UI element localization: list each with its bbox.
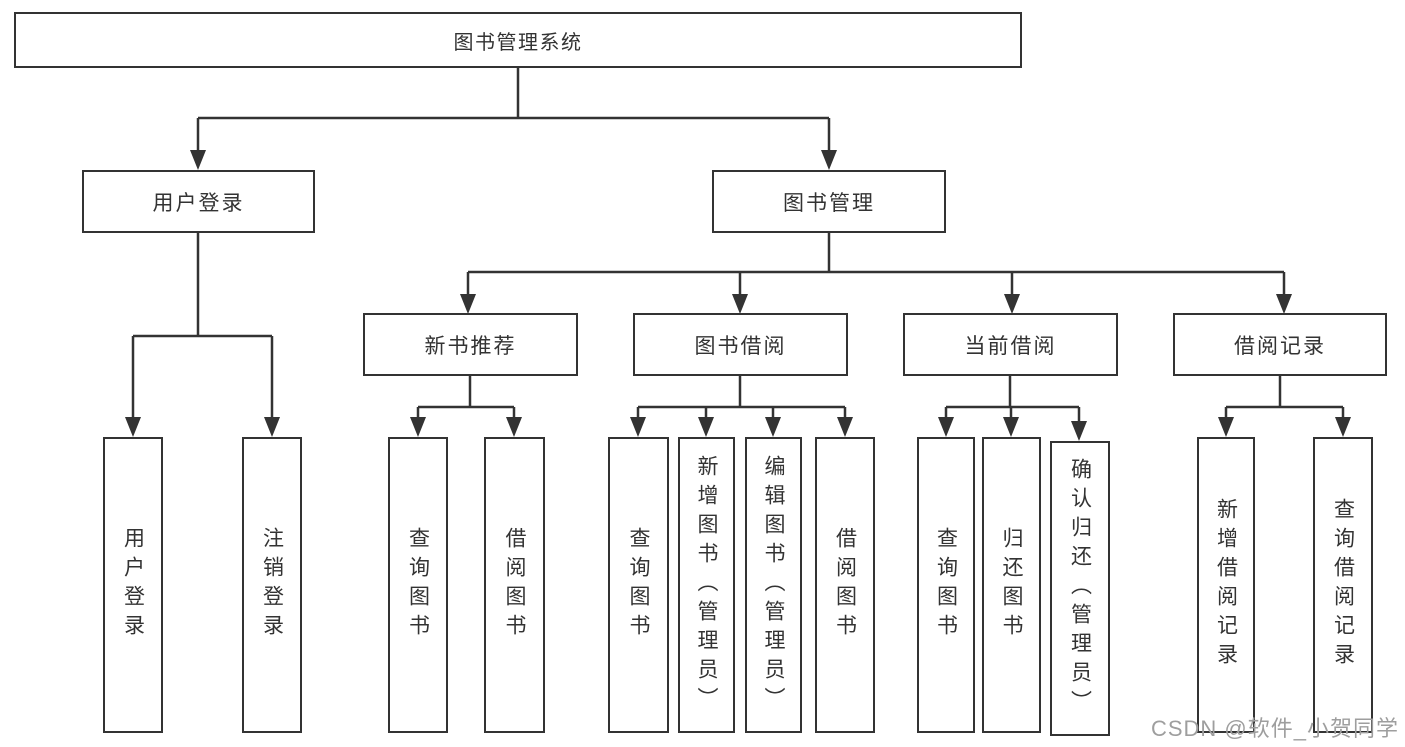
leaf-current-return-books: 归还图书 bbox=[982, 437, 1041, 733]
leaf-borrowing-add-books-admin: 新增图书（管理员） bbox=[678, 437, 735, 733]
node-book-borrowing: 图书借阅 bbox=[633, 313, 848, 376]
leaf-logout-login: 注销登录 bbox=[242, 437, 302, 733]
leaf-borrowing-query-books: 查询图书 bbox=[608, 437, 669, 733]
leaf-user-login: 用户登录 bbox=[103, 437, 163, 733]
leaf-borrowing-edit-books-admin: 编辑图书（管理员） bbox=[745, 437, 802, 733]
leaf-newbook-borrow-books: 借阅图书 bbox=[484, 437, 545, 733]
node-book-management: 图书管理 bbox=[712, 170, 946, 233]
leaf-current-confirm-return-admin: 确认归还（管理员） bbox=[1050, 441, 1110, 736]
leaf-newbook-query-books: 查询图书 bbox=[388, 437, 448, 733]
node-new-book-recommend: 新书推荐 bbox=[363, 313, 578, 376]
node-borrowing-records: 借阅记录 bbox=[1173, 313, 1387, 376]
leaf-records-add-record: 新增借阅记录 bbox=[1197, 437, 1255, 733]
node-user-login: 用户登录 bbox=[82, 170, 315, 233]
node-current-borrowing: 当前借阅 bbox=[903, 313, 1118, 376]
leaf-records-query-record: 查询借阅记录 bbox=[1313, 437, 1373, 733]
leaf-current-query-books: 查询图书 bbox=[917, 437, 975, 733]
watermark-text: CSDN @软件_小贺同学 bbox=[1150, 716, 1399, 741]
leaf-borrowing-borrow-books: 借阅图书 bbox=[815, 437, 875, 733]
node-library-system: 图书管理系统 bbox=[14, 12, 1022, 68]
